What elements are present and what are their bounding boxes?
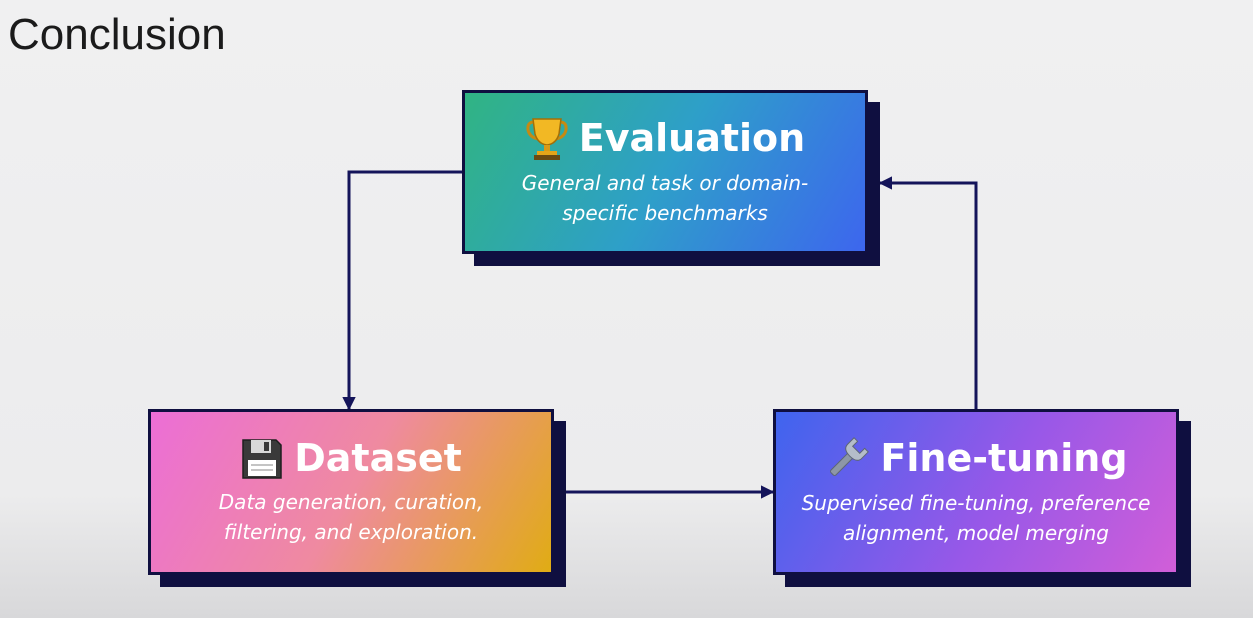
trophy-icon — [525, 116, 569, 162]
finetuning-node: Fine-tuning Supervised fine-tuning, pref… — [773, 409, 1191, 587]
finetuning-description-line-1: Supervised fine-tuning, preference — [801, 491, 1151, 515]
evaluation-title: Evaluation — [578, 116, 806, 161]
evaluation-description-line-1: General and task or domain- — [521, 171, 809, 195]
dataset-title: Dataset — [294, 436, 462, 481]
finetuning-description: Supervised fine-tuning, preference align… — [778, 488, 1175, 548]
arrow-evaluation-to-dataset — [342, 170, 462, 411]
dataset-heading: Dataset — [240, 437, 462, 481]
evaluation-box: Evaluation General and task or domain- s… — [462, 90, 868, 254]
finetuning-title: Fine-tuning — [880, 436, 1128, 481]
dataset-description-line-2: filtering, and exploration. — [223, 520, 479, 544]
evaluation-node: Evaluation General and task or domain- s… — [462, 90, 880, 266]
dataset-description: Data generation, curation, filtering, an… — [195, 487, 507, 547]
evaluation-description-line-2: specific benchmarks — [562, 201, 768, 225]
evaluation-heading: Evaluation — [525, 116, 805, 162]
floppy-disk-icon — [240, 437, 284, 481]
finetuning-description-line-2: alignment, model merging — [842, 521, 1109, 545]
finetuning-box: Fine-tuning Supervised fine-tuning, pref… — [773, 409, 1179, 575]
finetuning-heading: Fine-tuning — [824, 436, 1128, 482]
slide-title: Conclusion — [8, 10, 226, 59]
dataset-description-line-1: Data generation, curation, — [218, 490, 484, 514]
evaluation-description: General and task or domain- specific ben… — [498, 168, 833, 228]
arrow-finetuning-to-evaluation — [878, 176, 978, 409]
dataset-node: Dataset Data generation, curation, filte… — [148, 409, 566, 587]
dataset-box: Dataset Data generation, curation, filte… — [148, 409, 554, 575]
wrench-icon — [824, 436, 870, 482]
